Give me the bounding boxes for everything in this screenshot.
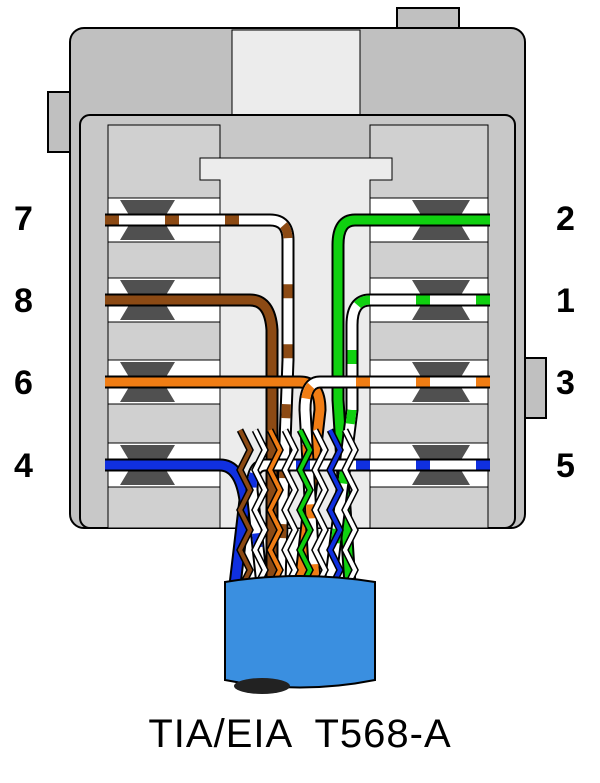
pin-label-3: 3 (556, 364, 575, 402)
pin-label-1: 1 (556, 282, 575, 320)
pin-label-7: 7 (14, 200, 33, 238)
pin-label-8: 8 (14, 282, 33, 320)
cable-end (234, 678, 290, 694)
wire-white-orange-stripe (300, 377, 490, 586)
pin-label-4: 4 (14, 447, 33, 485)
diagram-title: TIA/EIA T568-A (148, 712, 452, 756)
wire-green (333, 215, 490, 586)
wire-white-brown-stripe (105, 215, 293, 581)
top-slot (231, 29, 361, 121)
pin-label-6: 6 (14, 364, 33, 402)
left-tab (47, 91, 73, 153)
cable-jacket (224, 575, 376, 689)
wire-brown (105, 295, 277, 580)
wire-white-green-stripe (325, 295, 490, 586)
pin-label-5: 5 (556, 447, 575, 485)
pin-label-2: 2 (556, 200, 575, 238)
